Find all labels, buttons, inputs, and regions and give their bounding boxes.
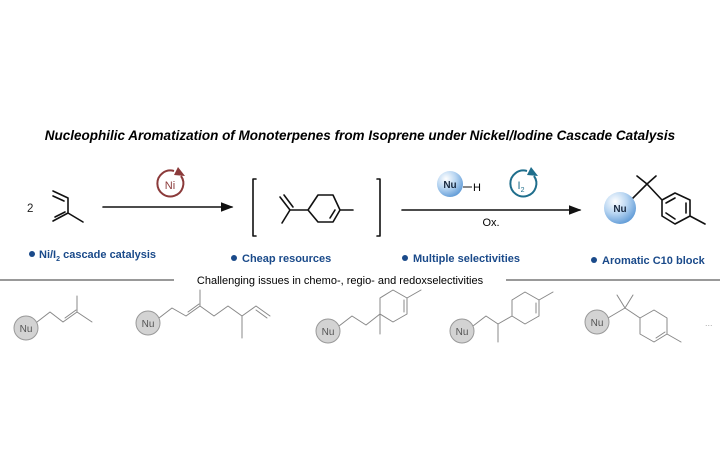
- feature-resources: Cheap resources: [231, 253, 331, 265]
- side-product-5: Nu: [584, 294, 682, 343]
- side-product-1: Nu: [13, 295, 93, 341]
- feature-catalysis: Ni/I2 cascade catalysis: [29, 249, 156, 263]
- svg-text:Cheap resources: Cheap resources: [242, 253, 331, 265]
- title: Nucleophilic Aromatization of Monoterpen…: [45, 128, 676, 143]
- feature-aromatic-block: Aromatic C10 block: [591, 255, 706, 267]
- ni-cycle-icon: Ni: [156, 167, 185, 198]
- side-product-4: Nu: [449, 291, 554, 344]
- svg-text:H: H: [473, 182, 481, 194]
- svg-text:Nu: Nu: [591, 318, 604, 329]
- svg-text:Ni/I2 cascade catalysis: Ni/I2 cascade catalysis: [39, 249, 156, 263]
- svg-text:I2: I2: [518, 180, 525, 194]
- svg-text:Aromatic C10 block: Aromatic C10 block: [602, 255, 706, 267]
- svg-text:Nu: Nu: [613, 204, 626, 215]
- nucleophile-reagent: Nu H: [437, 171, 481, 197]
- svg-text:Nu: Nu: [443, 180, 456, 191]
- feature-selectivities: Multiple selectivities: [402, 253, 520, 265]
- challenge-caption: Challenging issues in chemo-, regio- and…: [197, 275, 484, 287]
- limonene-structure: [279, 194, 354, 224]
- oxidant-label: Ox.: [482, 217, 499, 229]
- product-structure: Nu: [604, 175, 706, 225]
- svg-text:Multiple selectivities: Multiple selectivities: [413, 253, 520, 265]
- coefficient: 2: [27, 203, 33, 215]
- more-ellipsis: ...: [705, 318, 713, 328]
- left-bracket: [252, 178, 257, 237]
- ni-label: Ni: [165, 180, 175, 192]
- svg-text:Nu: Nu: [142, 319, 155, 330]
- right-bracket: [376, 178, 381, 237]
- svg-text:Nu: Nu: [322, 327, 335, 338]
- svg-text:Nu: Nu: [20, 324, 33, 335]
- iodine-cycle-icon: I2: [509, 167, 538, 198]
- svg-text:Nu: Nu: [456, 327, 469, 338]
- side-product-2: Nu: [135, 289, 271, 339]
- side-product-3: Nu: [315, 289, 422, 344]
- isoprene-structure: [52, 190, 84, 223]
